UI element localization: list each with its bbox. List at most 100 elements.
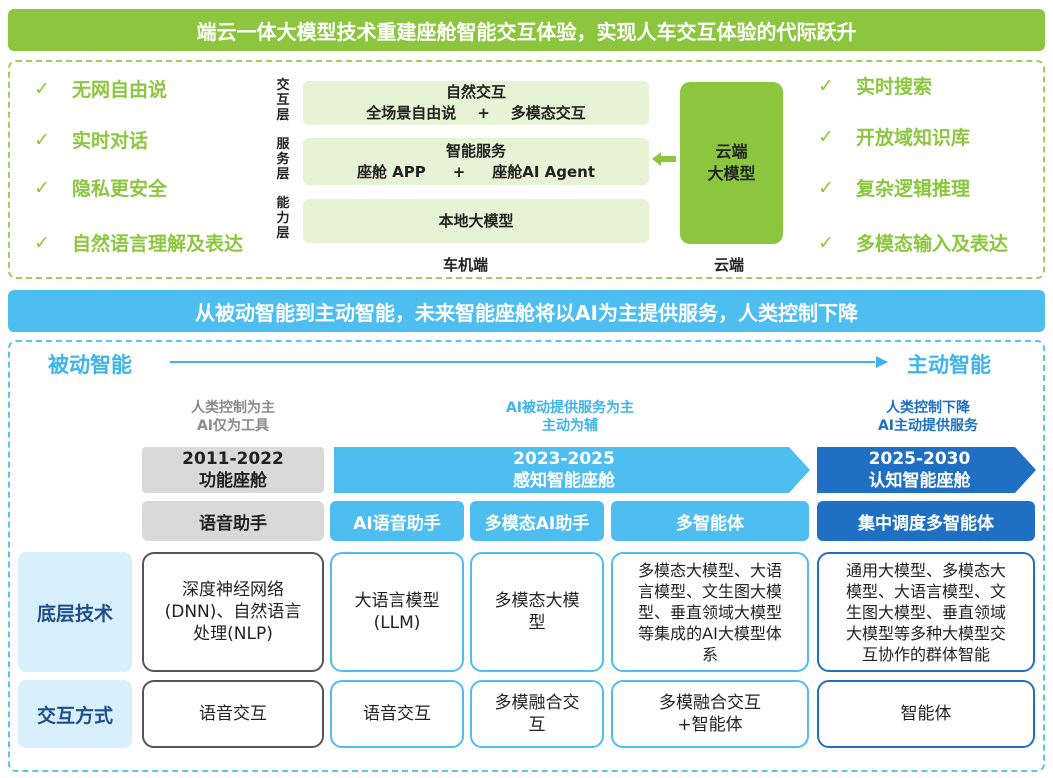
plus-sign: + xyxy=(477,104,490,122)
cloud-caption: 云端 xyxy=(714,256,745,274)
layer-label-capability: 能力层 xyxy=(276,196,290,241)
cell-line: 处理(NLP) xyxy=(193,624,273,644)
left-feature-1: ✓ 无网自由说 xyxy=(34,75,167,102)
service-layer-title: 智能服务 xyxy=(445,141,506,160)
stage1-caption: 人类控制为主 AI仅为工具 xyxy=(142,399,324,435)
row-head-mode: 交互方式 xyxy=(18,680,132,748)
axis-end-label: 主动智能 xyxy=(907,353,991,377)
product-ai-voice-assistant: AI语音助手 xyxy=(330,501,464,541)
tech-cell-5: 通用大模型、多模态大 模型、大语言模型、文 生图大模型、垂直领域 大模型等多种大… xyxy=(817,552,1035,672)
layer-label-interaction: 交互层 xyxy=(276,78,290,123)
left-feature-4: ✓ 自然语言理解及表达 xyxy=(34,229,243,256)
period-2023-2025: 2023-2025 感知智能座舱 xyxy=(334,447,794,493)
evolution-section xyxy=(8,340,1045,772)
cell-line: 多模融合交互 xyxy=(659,693,761,713)
right-feature-4: ✓ 多模态输入及表达 xyxy=(818,229,1008,256)
product-multimodal-ai-assistant: 多模态AI助手 xyxy=(470,501,604,541)
right-feature-1: ✓ 实时搜索 xyxy=(818,72,932,99)
period-2011-2022: 2011-2022 功能座舱 xyxy=(142,447,324,493)
cell-line: 互 xyxy=(528,715,546,735)
period-name: 功能座舱 xyxy=(199,471,267,491)
interaction-layer-items: 全场景自由说 + 多模态交互 xyxy=(366,103,586,124)
check-icon: ✓ xyxy=(818,125,834,148)
caption-line: 主动为辅 xyxy=(542,418,598,434)
left-feature-label: 无网自由说 xyxy=(72,79,168,101)
cell-line: 智能体 xyxy=(900,704,952,724)
capability-layer-title: 本地大模型 xyxy=(438,211,514,230)
product-voice-assistant: 语音助手 xyxy=(142,501,324,541)
cell-line: 语音交互 xyxy=(199,704,267,724)
cloud-model-box: 云端 大模型 xyxy=(680,82,783,244)
tech-cell-3: 多模态大模 型 xyxy=(470,552,604,672)
left-feature-2: ✓ 实时对话 xyxy=(34,126,148,153)
vehicle-caption: 车机端 xyxy=(443,256,489,274)
cell-line: 大模型等多种大模型交 xyxy=(845,623,1006,643)
top-banner-text: 端云一体大模型技术重建座舱智能交互体验，实现人车交互体验的代际跃升 xyxy=(196,19,857,44)
caption-line: AI主动提供服务 xyxy=(877,418,979,434)
check-icon: ✓ xyxy=(34,231,50,254)
period-years: 2023-2025 xyxy=(513,449,615,469)
check-icon: ✓ xyxy=(818,74,834,97)
edge-cloud-section xyxy=(8,60,1045,279)
capability-layer-box: 本地大模型 xyxy=(303,199,649,243)
check-icon: ✓ xyxy=(818,231,834,254)
period-arrow-shape-dark xyxy=(817,447,1036,493)
stage3-caption: 人类控制下降 AI主动提供服务 xyxy=(843,399,1013,435)
arrow-left-icon xyxy=(652,152,676,166)
check-icon: ✓ xyxy=(818,176,834,199)
right-feature-label: 实时搜索 xyxy=(856,76,933,98)
right-feature-label: 复杂逻辑推理 xyxy=(856,178,971,200)
period-name: 感知智能座舱 xyxy=(513,471,615,491)
tech-cell-2: 大语言模型 (LLM) xyxy=(330,552,464,672)
left-feature-label: 自然语言理解及表达 xyxy=(72,233,244,255)
check-icon: ✓ xyxy=(34,77,50,100)
period-years: 2011-2022 xyxy=(182,449,284,469)
cell-line: 多模融合交 xyxy=(494,693,580,713)
caption-line: AI被动提供服务为主 xyxy=(505,400,635,416)
cell-line: 大语言模型 xyxy=(354,591,440,611)
tech-cell-4: 多模态大模型、大语 言模型、文生图大模 型、垂直领域大模型 等集成的AI大模型体… xyxy=(611,552,809,672)
axis-start-label: 被动智能 xyxy=(48,353,132,377)
left-feature-3: ✓ 隐私更安全 xyxy=(34,174,167,201)
stage2-caption: AI被动提供服务为主 主动为辅 xyxy=(460,399,680,435)
service-layer-box: 智能服务 座舱 APP + 座舱AI Agent xyxy=(303,138,649,185)
caption-line: 人类控制为主 xyxy=(191,400,275,416)
period-years: 2025-2030 xyxy=(868,449,971,469)
cell-line: (LLM) xyxy=(373,613,421,633)
right-feature-label: 多模态输入及表达 xyxy=(856,233,1009,255)
interaction-layer-title: 自然交互 xyxy=(445,83,506,101)
cell-line: 言模型、文生图大模 xyxy=(637,581,782,601)
row-head-tech: 底层技术 xyxy=(18,552,132,672)
cell-line: 等集成的AI大模型体 xyxy=(638,623,782,643)
cell-line: 生图大模型、垂直领域 xyxy=(845,602,1006,622)
period-name: 认知智能座舱 xyxy=(868,471,971,491)
caption-line: AI仅为工具 xyxy=(196,418,270,434)
cell-line: 多模态大模 xyxy=(494,591,580,611)
cell-line: 系 xyxy=(701,644,718,664)
cell-line: 语音交互 xyxy=(363,704,431,724)
mode-cell-3: 多模融合交 互 xyxy=(470,680,604,748)
cell-line: 深度神经网络 xyxy=(182,580,284,600)
period-2025-2030: 2025-2030 认知智能座舱 xyxy=(817,447,1022,493)
left-feature-label: 实时对话 xyxy=(72,130,149,152)
plus-sign: + xyxy=(452,162,466,181)
mid-banner-text: 从被动智能到主动智能，未来智能座舱将以AI为主提供服务，人类控制下降 xyxy=(195,300,858,325)
cell-line: +智能体 xyxy=(677,715,743,735)
cell-line: 模型、大语言模型、文 xyxy=(845,581,1006,601)
mid-banner: 从被动智能到主动智能，未来智能座舱将以AI为主提供服务，人类控制下降 xyxy=(8,290,1045,332)
mode-cell-5: 智能体 xyxy=(817,680,1035,748)
cell-line: 型、垂直领域大模型 xyxy=(637,602,782,622)
period-arrow-shape xyxy=(334,447,810,493)
cell-line: (DNN)、自然语言 xyxy=(164,602,302,622)
service-item: 座舱AI Agent xyxy=(492,162,596,181)
axis-arrow-icon xyxy=(170,356,888,368)
cell-line: 通用大模型、多模态大 xyxy=(845,560,1006,580)
layer-label-service: 服务层 xyxy=(276,137,290,182)
cloud-line-2: 大模型 xyxy=(707,164,756,183)
check-icon: ✓ xyxy=(34,128,50,151)
mode-cell-4: 多模融合交互 +智能体 xyxy=(611,680,809,748)
right-feature-3: ✓ 复杂逻辑推理 xyxy=(818,174,970,201)
top-banner: 端云一体大模型技术重建座舱智能交互体验，实现人车交互体验的代际跃升 xyxy=(8,9,1045,51)
cell-line: 型 xyxy=(528,613,546,633)
interaction-item: 全场景自由说 xyxy=(366,104,457,122)
